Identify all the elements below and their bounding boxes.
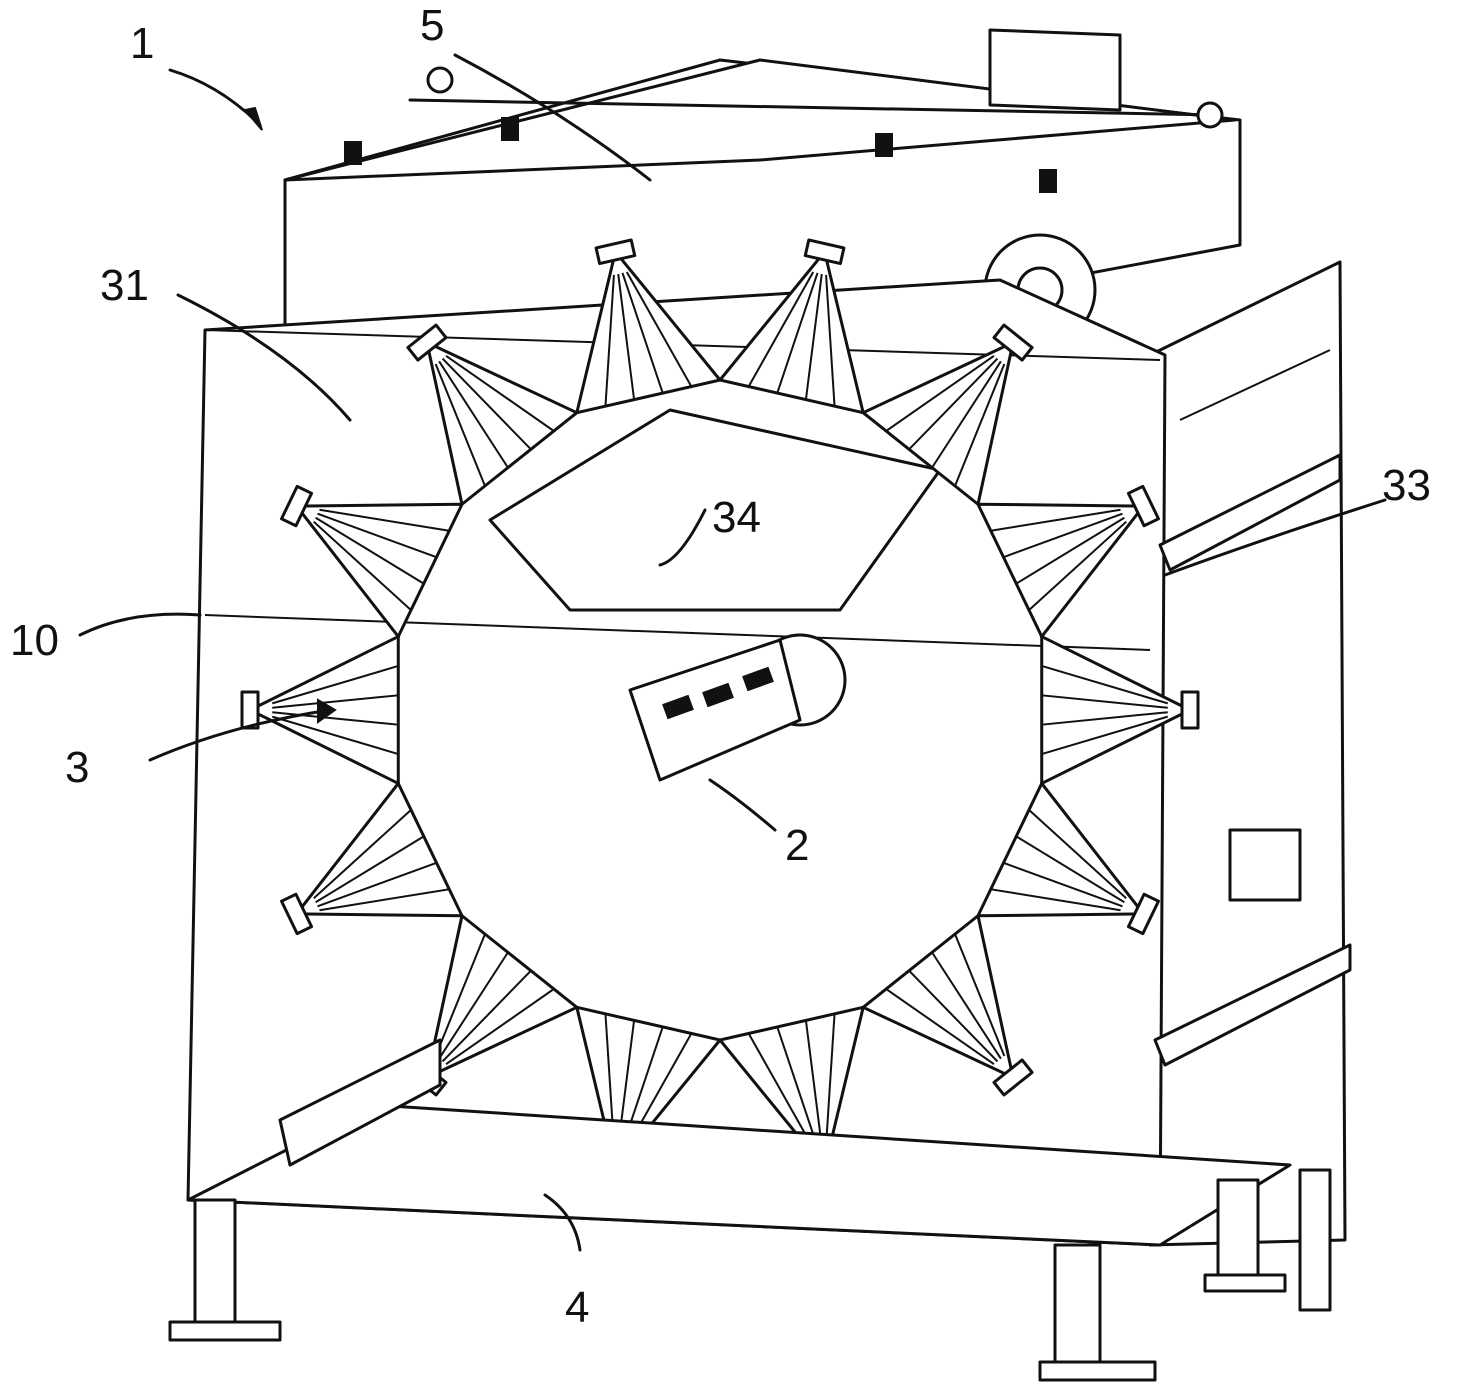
bucket-tip-beam: [992, 323, 1034, 362]
bucket-slat: [271, 664, 399, 705]
bucket-slat: [804, 273, 823, 400]
bucket-tip-beam: [1180, 690, 1200, 730]
bucket-tip-beam: [240, 690, 260, 730]
bucket-cell: [861, 341, 1015, 506]
bucket-cell: [976, 781, 1145, 918]
bucket-cell: [1040, 635, 1192, 785]
bucket-cell: [425, 914, 579, 1079]
label-1: 1: [130, 19, 154, 68]
bucket-slat: [438, 360, 509, 469]
bucket-slat: [438, 951, 509, 1060]
bucket-slat: [445, 354, 555, 432]
bucket-tip-beam: [280, 892, 314, 936]
bucket-slat: [315, 835, 425, 904]
bucket-slat: [1015, 516, 1125, 585]
bucket-slat: [445, 988, 555, 1066]
bucket-slat: [315, 516, 425, 585]
top-housing: [283, 28, 1242, 347]
bucket-slat: [825, 1013, 836, 1146]
bucket-slat: [1041, 711, 1168, 726]
label-3: 3: [65, 743, 89, 792]
bucket-slat: [885, 988, 995, 1066]
label-10: 10: [10, 616, 59, 665]
bucket-slat: [441, 969, 532, 1063]
bucket-slat: [319, 888, 450, 912]
bucket-slat: [1028, 520, 1127, 611]
bucket-tip-beam: [1126, 892, 1160, 936]
bucket-slat: [954, 363, 1006, 487]
label-33: 33: [1382, 461, 1431, 510]
bucket-slat: [825, 274, 836, 407]
bucket-slat: [313, 809, 412, 900]
bucket-slat: [885, 354, 995, 432]
bucket-slat: [441, 357, 532, 451]
label-5: 5: [420, 1, 444, 50]
bucket-slat: [617, 273, 636, 400]
bucket-tip-beam: [803, 238, 846, 266]
base-frame: [168, 1103, 1332, 1382]
bucket-slat: [604, 274, 615, 407]
bucket-slat: [317, 512, 437, 559]
bucket-slat: [434, 933, 486, 1057]
bucket-slat: [271, 715, 399, 756]
bucket-slat: [1028, 809, 1127, 900]
side-casing-right: [1148, 260, 1347, 1247]
bucket-cell: [861, 914, 1015, 1079]
bucket-slat: [1041, 715, 1169, 756]
reference-labels: 1 5 31 33 34 10 3 2 4: [10, 1, 1431, 1332]
bucket-slat: [1041, 694, 1168, 709]
leader-lines: [78, 53, 1387, 1252]
bucket-slat: [747, 1032, 815, 1149]
bucket-tip-beam: [594, 238, 637, 266]
bucket-slat: [625, 271, 693, 388]
bucket-slat: [804, 1020, 823, 1147]
bucket-slat: [1041, 664, 1169, 705]
bucket-slat: [776, 1026, 819, 1148]
bucket-cells: [240, 238, 1200, 1182]
bucket-slat: [1003, 512, 1123, 559]
bucket-cell: [976, 502, 1145, 639]
bucket-slat: [272, 711, 399, 726]
bucket-tip-beam: [992, 1058, 1034, 1097]
bucket-slat: [319, 508, 450, 532]
bucket-slat: [272, 694, 399, 709]
bucket-slat: [317, 861, 437, 908]
bucket-slat: [747, 271, 815, 388]
bucket-slat: [434, 363, 486, 487]
bucket-slat: [1015, 835, 1125, 904]
bucket-slat: [908, 969, 999, 1063]
bucket-slat: [931, 360, 1002, 469]
bucket-slat: [1003, 861, 1123, 908]
central-shaft: [628, 633, 847, 782]
bucket-cell: [295, 781, 464, 918]
bucket-slat: [990, 888, 1121, 912]
bucket-slat: [990, 508, 1121, 532]
label-2: 2: [785, 821, 809, 870]
label-34: 34: [712, 493, 761, 542]
bucket-tip-beam: [280, 484, 314, 528]
side-rails: [278, 453, 1352, 1167]
bucket-tip-beam: [406, 323, 448, 362]
bucket-cell: [425, 341, 579, 506]
label-31: 31: [100, 261, 149, 310]
bucket-tip-beam: [1126, 484, 1160, 528]
bucket-slat: [313, 520, 412, 611]
bucket-slat: [931, 951, 1002, 1060]
bucket-slat: [776, 272, 819, 394]
bucket-slat: [954, 933, 1006, 1057]
bucket-slat: [621, 272, 664, 394]
bucket-slat: [908, 357, 999, 451]
bucket-cell: [295, 502, 464, 639]
label-4: 4: [565, 1283, 589, 1332]
